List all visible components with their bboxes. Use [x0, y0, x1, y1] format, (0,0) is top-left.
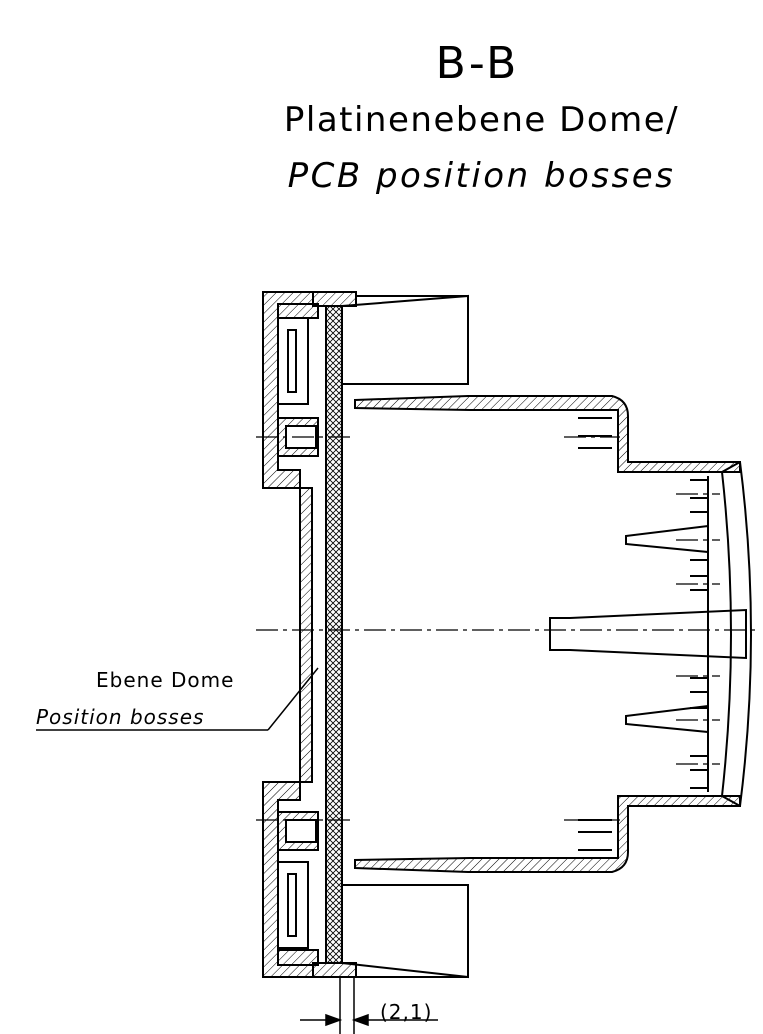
housing-step-lower: [354, 795, 741, 873]
housing-pockets: [277, 317, 319, 949]
callout-label-german: Ebene Dome: [96, 668, 235, 692]
section-subtitle-english: PCB position bosses: [287, 156, 676, 196]
callout-label-english: Position bosses: [36, 705, 205, 729]
dimension-label: (2,1): [380, 1000, 433, 1024]
ribs: [578, 417, 709, 851]
front-lens: [707, 461, 752, 807]
callout-leader: [36, 667, 319, 731]
housing-step-upper: [354, 395, 741, 473]
center-pin: [549, 608, 747, 660]
housing-flanges: [312, 291, 357, 978]
section-subtitle-german: Platinenebene Dome/: [283, 100, 680, 140]
housing-left-wall: [262, 291, 319, 978]
housing-body: [341, 294, 469, 979]
dimension-lines: [300, 977, 438, 1034]
pcb-plate: [325, 305, 343, 964]
section-title: B-B: [435, 38, 520, 89]
center-lines: [256, 436, 760, 821]
